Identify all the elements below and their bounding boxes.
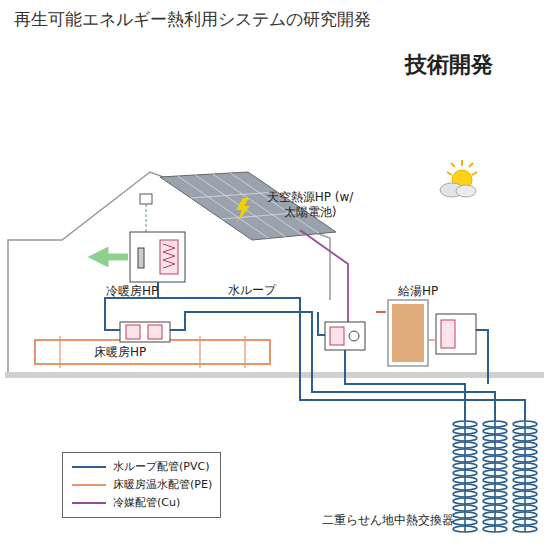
legend-row: 水ループ配管(PVC) (71, 458, 212, 476)
airflow-arrow (98, 254, 128, 261)
section-heading: 技術開発 (405, 52, 493, 77)
control-wire (146, 204, 147, 232)
panel-grid-line (178, 176, 269, 238)
lightning-symbol (236, 198, 250, 222)
unit-label: 天空熱源HP (w/太陽電池) (262, 190, 358, 220)
coil-core (494, 420, 496, 532)
floor-heating-hp-unit (120, 322, 170, 342)
coil-core (524, 420, 526, 532)
panel-grid-line (191, 192, 278, 198)
legend-line (72, 484, 106, 486)
part-label: 二重らせん地中熱交換器 (322, 513, 454, 528)
thermostat (140, 194, 152, 204)
unit-label: 給湯HP (398, 284, 438, 299)
legend-line (72, 502, 106, 504)
legend-line (72, 466, 106, 468)
legend-box: 水ループ配管(PVC)床暖房温水配管(PE)冷媒配管(Cu) (62, 452, 221, 518)
ground-heat-exchanger (453, 420, 537, 532)
hot-water-tank (376, 300, 428, 366)
page-title: 再生可能エネルギー熱利用システムの研究開発 (14, 9, 371, 29)
cooling-heating-hp-unit (130, 232, 185, 282)
water-loop-pipe (105, 282, 525, 420)
sun-cloud-icon (440, 160, 477, 197)
legend-line-sample (71, 481, 107, 489)
legend-line-sample (71, 463, 107, 471)
unit-label: 床暖房HP (92, 345, 148, 360)
legend-text: 床暖房温水配管(PE) (113, 476, 212, 494)
legend-row: 冷媒配管(Cu) (71, 494, 212, 512)
hot-water-hp-unit (428, 314, 476, 354)
coil-core (464, 420, 466, 532)
legend-text: 冷媒配管(Cu) (113, 494, 180, 512)
legend-text: 水ループ配管(PVC) (113, 458, 209, 476)
panel-grid-line (195, 175, 285, 237)
legend-row: 床暖房温水配管(PE) (71, 476, 212, 494)
panel-grid-line (213, 174, 303, 235)
legend-line-sample (71, 499, 107, 507)
floor-heating-pipe (35, 340, 270, 364)
ground-band (5, 372, 544, 378)
refrigerant-pipe (300, 230, 348, 325)
unit-label: 冷暖房HP (106, 284, 158, 299)
pipe-label: 水ループ (228, 283, 276, 298)
sky-heat-source-hp-unit (325, 322, 365, 350)
